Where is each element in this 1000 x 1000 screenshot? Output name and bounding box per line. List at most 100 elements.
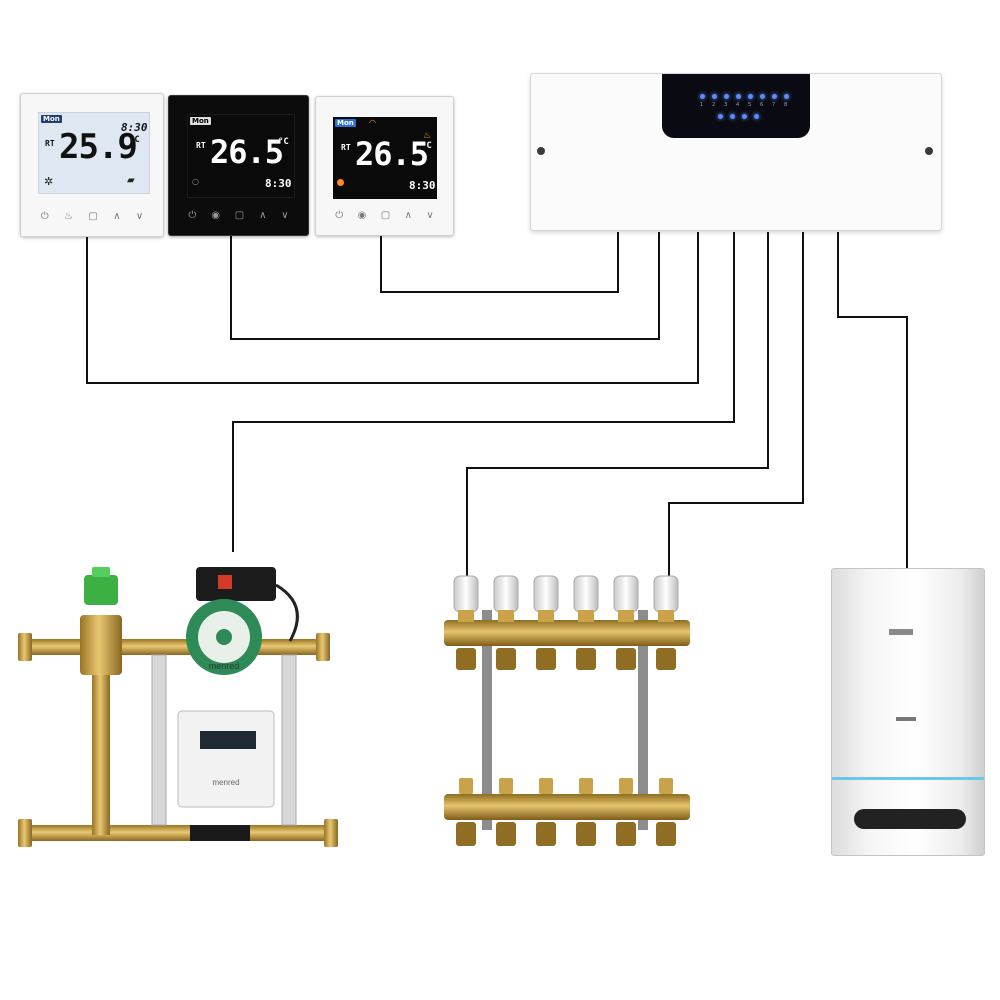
wire-pump-station bbox=[232, 232, 735, 552]
actuator-adapter bbox=[618, 610, 634, 622]
flow-meter bbox=[499, 778, 513, 794]
zone-number: 3 bbox=[724, 102, 728, 108]
zone-number: 8 bbox=[784, 102, 788, 108]
mode-button[interactable]: ♨ bbox=[64, 211, 73, 222]
zone-number: 7 bbox=[772, 102, 776, 108]
mixing-pipe bbox=[92, 645, 110, 835]
valve-actuator bbox=[533, 575, 559, 613]
wire-thermostat-3 bbox=[380, 232, 619, 293]
down-button[interactable]: ∨ bbox=[426, 210, 434, 221]
mode-button[interactable]: ◉ bbox=[211, 210, 220, 221]
status-led bbox=[742, 114, 747, 119]
zone-number: 6 bbox=[760, 102, 764, 108]
return-outlet bbox=[616, 822, 636, 846]
up-button[interactable]: ∧ bbox=[259, 210, 267, 221]
thermostat-display: Mon RT 25.9 °C 8:30 ✲ ▰ bbox=[38, 112, 150, 194]
pump-mixing-station: menred menred bbox=[18, 567, 338, 847]
supply-outlet bbox=[616, 648, 636, 670]
temperature-unit: °C bbox=[129, 135, 140, 145]
wire-manifold-left bbox=[466, 232, 769, 577]
return-outlet bbox=[536, 822, 556, 846]
clock-readout: 8:30 bbox=[121, 121, 148, 134]
valve-actuator bbox=[653, 575, 679, 613]
wiring-center: 1 2 3 4 5 6 7 8 bbox=[530, 73, 942, 231]
power-button[interactable]: ⏻ bbox=[188, 210, 197, 221]
zone-led bbox=[748, 94, 753, 99]
pump-motor-head bbox=[196, 567, 276, 601]
pump-connector bbox=[218, 575, 232, 589]
supply-outlet bbox=[456, 648, 476, 670]
thermostat-white: Mon RT 25.9 °C 8:30 ✲ ▰ ⏻ ♨ ▢ ∧ ∨ bbox=[20, 93, 164, 237]
fitting bbox=[18, 633, 32, 661]
flow-meter bbox=[539, 778, 553, 794]
supply-outlet bbox=[536, 648, 556, 670]
menu-button[interactable]: ▢ bbox=[380, 210, 391, 221]
clock-readout: 8:30 bbox=[265, 177, 292, 190]
wire-boiler bbox=[837, 232, 908, 568]
power-button[interactable]: ⏻ bbox=[335, 210, 344, 221]
gas-boiler bbox=[831, 568, 985, 856]
flow-meter bbox=[459, 778, 473, 794]
temperature-readout: 26.5 bbox=[355, 135, 429, 173]
zone-number: 4 bbox=[736, 102, 740, 108]
up-button[interactable]: ∧ bbox=[404, 210, 412, 221]
zone-led bbox=[700, 94, 705, 99]
screw-right bbox=[925, 147, 933, 155]
return-outlet bbox=[656, 822, 676, 846]
power-button[interactable]: ⏻ bbox=[40, 211, 49, 222]
indicator-dot: ○ bbox=[192, 177, 199, 186]
zone-led bbox=[760, 94, 765, 99]
clock-readout: 8:30 bbox=[409, 179, 436, 192]
thermostat-black: Mon RT 26.5 °C 8:30 ○ ⏻ ◉ ▢ ∧ ∨ bbox=[168, 95, 309, 236]
down-button[interactable]: ∨ bbox=[135, 211, 144, 222]
supply-outlet bbox=[496, 648, 516, 670]
boiler-light-strip bbox=[832, 777, 984, 780]
day-label: Mon bbox=[41, 115, 62, 123]
supply-outlet bbox=[576, 648, 596, 670]
boiler-control-panel[interactable] bbox=[854, 809, 966, 829]
zone-led bbox=[724, 94, 729, 99]
wire-manifold-right bbox=[668, 232, 804, 577]
wifi-icon: ◠ bbox=[369, 118, 376, 127]
status-led bbox=[718, 114, 723, 119]
room-temp-label: RT bbox=[45, 139, 55, 148]
up-button[interactable]: ∧ bbox=[113, 211, 121, 222]
boiler-logo bbox=[889, 629, 913, 635]
temperature-unit: °C bbox=[421, 141, 432, 151]
zone-led bbox=[712, 94, 717, 99]
led-panel: 1 2 3 4 5 6 7 8 bbox=[662, 74, 810, 138]
zone-number: 1 bbox=[700, 102, 704, 108]
control-box-display bbox=[200, 731, 256, 749]
fitting bbox=[18, 819, 32, 847]
pump-brand: menred bbox=[209, 661, 240, 671]
fan-icon: ✲ bbox=[44, 175, 54, 188]
temperature-readout: 26.5 bbox=[210, 133, 284, 171]
valve-actuator bbox=[573, 575, 599, 613]
valve-actuator bbox=[493, 575, 519, 613]
down-button[interactable]: ∨ bbox=[281, 210, 289, 221]
fitting bbox=[324, 819, 338, 847]
actuator-adapter bbox=[538, 610, 554, 622]
room-temp-label: RT bbox=[196, 141, 206, 150]
status-dot bbox=[337, 179, 344, 186]
pump-cable bbox=[275, 583, 299, 642]
flow-meter bbox=[659, 778, 673, 794]
menu-button[interactable]: ▢ bbox=[88, 211, 98, 222]
flow-meter bbox=[579, 778, 593, 794]
status-led bbox=[754, 114, 759, 119]
return-outlet bbox=[576, 822, 596, 846]
valve-actuator bbox=[453, 575, 479, 613]
fitting bbox=[316, 633, 330, 661]
mounting-bracket bbox=[638, 610, 648, 830]
pump-dial bbox=[216, 629, 232, 645]
actuator-adapter bbox=[458, 610, 474, 622]
mode-button[interactable]: ◉ bbox=[357, 210, 367, 221]
bracket bbox=[281, 654, 297, 826]
menu-button[interactable]: ▢ bbox=[234, 210, 245, 221]
thermostat-white-black-lcd: Mon ◠ ♨ RT 26.5 °C 8:30 ⏻ ◉ ▢ ∧ ∨ bbox=[315, 96, 454, 236]
valve-actuator bbox=[613, 575, 639, 613]
day-label: Mon bbox=[335, 119, 356, 127]
valve-icon: ▰ bbox=[127, 175, 135, 186]
status-led bbox=[730, 114, 735, 119]
thermostatic-valve-knob[interactable] bbox=[84, 575, 118, 605]
